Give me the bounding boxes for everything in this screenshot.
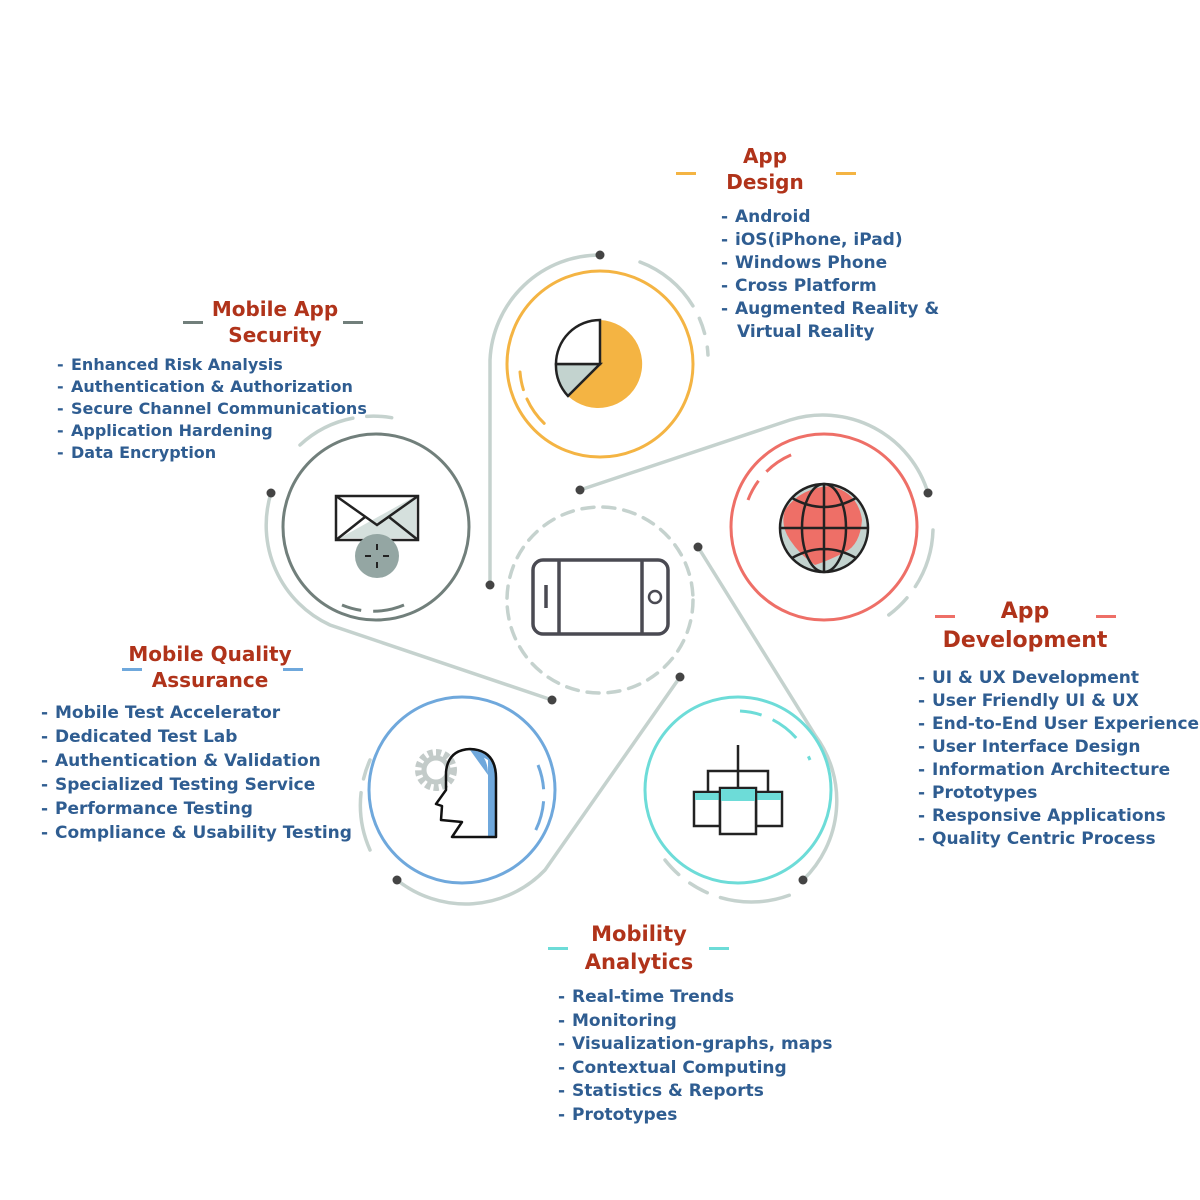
qa-circle: [367, 695, 557, 885]
outer-arc-design: [638, 260, 710, 357]
list-item: -iOS(iPhone, iPad): [721, 230, 903, 250]
connector-development: [578, 413, 930, 495]
connector-analytics: [696, 545, 839, 882]
list-item: -Android: [721, 207, 811, 227]
list-item: -Windows Phone: [721, 253, 888, 273]
list-item: -Application Hardening: [57, 421, 273, 440]
list-item: -Augmented Reality &: [721, 299, 940, 319]
list-item: -Statistics & Reports: [558, 1081, 764, 1101]
hierarchy-devices-icon: [692, 745, 784, 836]
list-item: -User Friendly UI & UX: [918, 691, 1139, 711]
outer-arc-development: [864, 528, 935, 630]
list-item: -Authentication & Authorization: [57, 377, 353, 396]
center-dashed-ring: [505, 505, 695, 695]
design-circle: [505, 269, 695, 459]
connector-design: [488, 253, 602, 587]
outer-arc-security: [298, 414, 404, 447]
qa-list: -Mobile Test Accelerator -Dedicated Test…: [41, 701, 352, 845]
list-item: -Prototypes: [558, 1104, 678, 1125]
smartphone-icon: [531, 558, 670, 636]
list-item: Virtual Reality: [737, 322, 875, 342]
list-item: -Responsive Applications: [918, 806, 1166, 826]
list-item: -Authentication & Validation: [41, 751, 321, 771]
list-item: -Monitoring: [558, 1010, 677, 1031]
pie-chart-icon: [554, 318, 643, 408]
analytics-circle: [643, 695, 833, 885]
title-dash: [935, 615, 955, 618]
list-item: -Compliance & Usability Testing: [41, 823, 352, 843]
security-list: -Enhanced Risk Analysis -Authentication …: [57, 354, 367, 464]
envelope-lock-icon: [334, 494, 420, 578]
analytics-list: -Real-time Trends -Monitoring -Visualiza…: [558, 986, 832, 1127]
security-circle: [281, 432, 471, 622]
list-item: -Contextual Computing: [558, 1057, 787, 1078]
list-item: -Information Architecture: [918, 760, 1171, 780]
list-item: -Visualization-graphs, maps: [558, 1034, 833, 1054]
design-list: -Android -iOS(iPhone, iPad) -Windows Pho…: [721, 206, 939, 344]
development-list: -UI & UX Development -User Friendly UI &…: [918, 667, 1199, 851]
title-dash: [283, 668, 303, 671]
title-dash: [548, 947, 568, 950]
title-dash: [122, 668, 142, 671]
list-item: -Data Encryption: [57, 443, 217, 462]
list-item: -Performance Testing: [41, 799, 253, 819]
list-item: -Mobile Test Accelerator: [41, 703, 281, 723]
list-item: -Real-time Trends: [558, 987, 735, 1007]
list-item: -Cross Platform: [721, 276, 877, 296]
connector-dots: [266, 250, 933, 885]
list-item: -Secure Channel Communications: [57, 399, 367, 418]
list-item: -End-to-End User Experience: [918, 714, 1200, 734]
title-dash: [343, 321, 363, 324]
list-item: -User Interface Design: [918, 737, 1141, 757]
head-gear-icon: [415, 747, 498, 839]
outer-arc-analytics: [663, 858, 792, 904]
connectors: [264, 253, 935, 906]
title-dash: [676, 172, 696, 175]
outer-arc-qa: [358, 758, 372, 852]
list-item: -Quality Centric Process: [918, 829, 1156, 849]
list-item: -Enhanced Risk Analysis: [57, 355, 283, 374]
list-item: -Dedicated Test Lab: [41, 727, 238, 747]
development-circle: [729, 432, 919, 622]
globe-icon: [778, 482, 870, 574]
list-item: -Specialized Testing Service: [41, 775, 316, 795]
list-item: -UI & UX Development: [918, 668, 1140, 688]
title-dash: [1096, 615, 1116, 618]
connector-qa: [395, 675, 682, 906]
title-dash: [836, 172, 856, 175]
list-item: -Prototypes: [918, 783, 1038, 803]
title-dash: [709, 947, 729, 950]
title-dash: [183, 321, 203, 324]
connector-security: [264, 491, 554, 702]
